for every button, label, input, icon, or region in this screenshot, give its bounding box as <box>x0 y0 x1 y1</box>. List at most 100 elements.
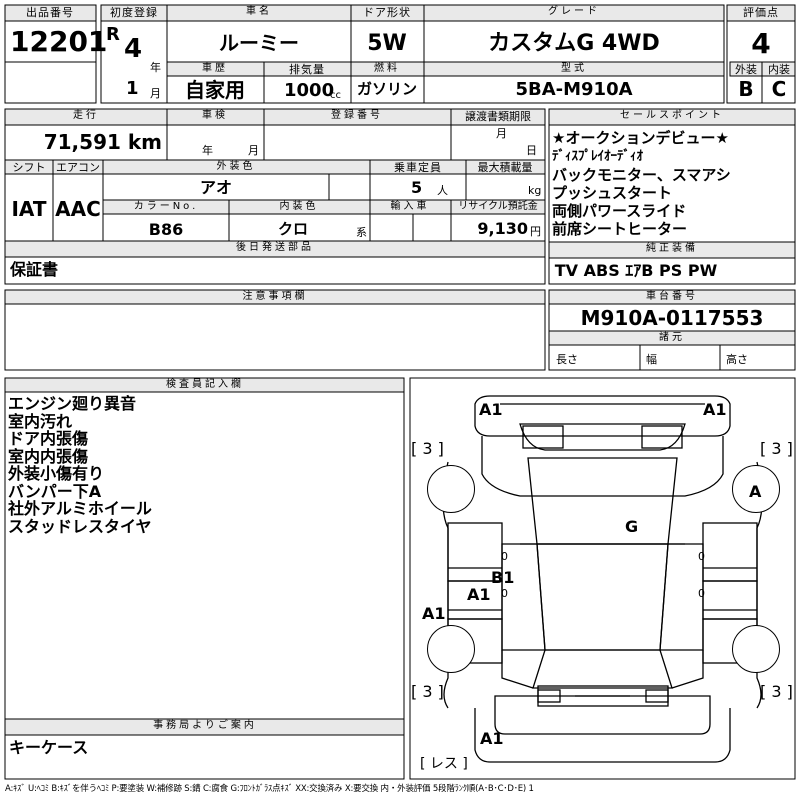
displacement-label: 排気量 <box>289 63 325 76</box>
front-right-wheel <box>732 465 780 513</box>
registration-year: 4 <box>124 34 143 64</box>
later-parts-label: 後日発送部品 <box>236 242 314 253</box>
sales-points-label: セールスポイント <box>620 110 724 121</box>
damage-code-legend: A:ｷｽﾞ U:ﾍｺﾐ B:ｷｽﾞを伴うﾍｺﾐ P:要塗装 W:補修跡 S:錆 … <box>5 784 534 794</box>
damage-mark-front-left: A1 <box>479 400 503 419</box>
import-label: 輸入車 <box>390 201 430 212</box>
ext-color: アオ <box>199 178 233 197</box>
rear-left-wheel <box>427 625 475 673</box>
aircon: AAC <box>55 197 101 221</box>
zero-mark: 0 <box>501 550 508 563</box>
car-name: ルーミー <box>219 31 299 55</box>
equipment: TV ABS ｴｱB PS PW <box>554 261 718 280</box>
door-type: 5W <box>367 31 407 56</box>
spare-tire-status: [ レス ] <box>420 756 468 772</box>
inspector-label: 検査員記入欄 <box>166 379 244 390</box>
sales-point: 両側パワースライド <box>552 202 687 220</box>
tire-tread-front-right: [ 3 ] <box>760 439 793 458</box>
year-unit: 年 <box>150 61 161 74</box>
mileage: 71,591 km <box>43 130 162 154</box>
history-label: 車歴 <box>202 63 228 74</box>
inspector-notes: エンジン廻り異音 室内汚れ ドア内張傷 室内内張傷 外装小傷有り バンパー下A … <box>8 395 152 535</box>
registration-number-label: 登録番号 <box>331 110 383 121</box>
notes-label: 注意事項欄 <box>242 291 308 302</box>
sales-point: バックモニター、スマアシ <box>552 166 731 184</box>
registration-month: 1 <box>126 78 139 99</box>
shift-label: シフト <box>12 161 46 174</box>
width-label: 幅 <box>646 353 657 366</box>
int-color: クロ <box>277 220 309 238</box>
inspection-year-unit: 年 <box>202 144 213 157</box>
capacity: 5 <box>411 178 423 197</box>
office-label: 事務局よりご案内 <box>153 720 257 731</box>
damage-mark-left-panel: A1 <box>467 585 491 604</box>
registration-era: R <box>106 24 120 45</box>
damage-mark-windshield: G <box>625 517 639 536</box>
recycle-fee: 9,130 <box>477 219 528 238</box>
dimensions-label: 諸元 <box>659 332 685 343</box>
inspection-month-unit: 月 <box>248 144 259 157</box>
sales-point: ★オークションデビュー★ <box>552 129 729 147</box>
chassis-label: 車台番号 <box>646 291 698 302</box>
front-left-wheel <box>427 465 475 513</box>
zero-mark: 0 <box>698 550 705 563</box>
score: 4 <box>751 27 771 60</box>
recycle-label: リサイクル預託金 <box>458 201 538 212</box>
damage-mark-right-wheel: A <box>749 482 762 501</box>
interior-label: 内装 <box>768 63 790 76</box>
displacement: 1000 <box>284 80 335 101</box>
grade: カスタムG 4WD <box>488 31 660 56</box>
car-name-label: 車名 <box>246 6 272 17</box>
deadline-month-unit: 月 <box>496 127 507 140</box>
height-label: 高さ <box>726 353 748 366</box>
equipment-label: 純正装備 <box>646 243 698 254</box>
car-outline <box>442 395 763 763</box>
damage-mark-door: B1 <box>491 568 515 587</box>
door-type-label: ドア形状 <box>363 6 411 19</box>
lot-number: 12201 <box>10 25 108 58</box>
inspector-note: ドア内張傷 <box>8 429 89 448</box>
sales-point: ﾃﾞｨｽﾌﾟﾚｲｵｰﾃﾞｨｵ <box>552 149 643 164</box>
lot-number-label: 出品番号 <box>26 6 74 19</box>
inspector-note: 外装小傷有り <box>8 464 105 483</box>
color-no-label: カラーNo. <box>133 201 199 212</box>
damage-mark-rear: A1 <box>480 729 504 748</box>
grade-label: グレード <box>548 6 600 17</box>
model-code: 5BA-M910A <box>515 79 633 100</box>
fuel: ガソリン <box>356 80 418 98</box>
sales-point: 前席シートヒーター <box>552 220 688 238</box>
month-unit: 月 <box>150 87 161 100</box>
color-no: B86 <box>148 220 184 239</box>
zero-mark: 0 <box>698 587 705 600</box>
tire-tread-rear-right: [ 3 ] <box>760 682 793 701</box>
length-label: 長さ <box>556 353 578 366</box>
inspector-note: バンパー下A <box>8 481 102 501</box>
recycle-unit: 円 <box>530 225 541 238</box>
model-code-label: 型式 <box>561 63 587 74</box>
inspector-note: スタッドレスタイヤ <box>8 516 152 536</box>
interior-score: C <box>771 77 787 101</box>
exterior-score: B <box>738 77 754 101</box>
score-label: 評価点 <box>743 6 779 19</box>
fuel-label: 燃料 <box>374 63 400 74</box>
later-parts: 保証書 <box>10 260 59 279</box>
inspector-note: エンジン廻り異音 <box>8 394 137 413</box>
capacity-label: 乗車定員 <box>394 161 442 174</box>
int-color-unit: 系 <box>356 226 367 239</box>
inspector-note: 室内内張傷 <box>8 446 89 466</box>
sales-point: プッシュスタート <box>552 184 673 202</box>
rear-right-wheel <box>732 625 780 673</box>
damage-mark-front-right: A1 <box>703 400 727 419</box>
inspector-note: 社外アルミホイール <box>8 499 152 518</box>
int-color-label: 内装色 <box>279 201 319 212</box>
exterior-label: 外装 <box>735 63 757 76</box>
tire-tread-front-left: [ 3 ] <box>411 439 444 458</box>
zero-mark: 0 <box>501 587 508 600</box>
shift: IAT <box>11 197 47 221</box>
inspector-note: 室内汚れ <box>8 411 73 431</box>
max-load-unit: kg <box>528 184 542 197</box>
history: 自家用 <box>185 78 245 102</box>
inspection-label: 車検 <box>202 110 228 121</box>
